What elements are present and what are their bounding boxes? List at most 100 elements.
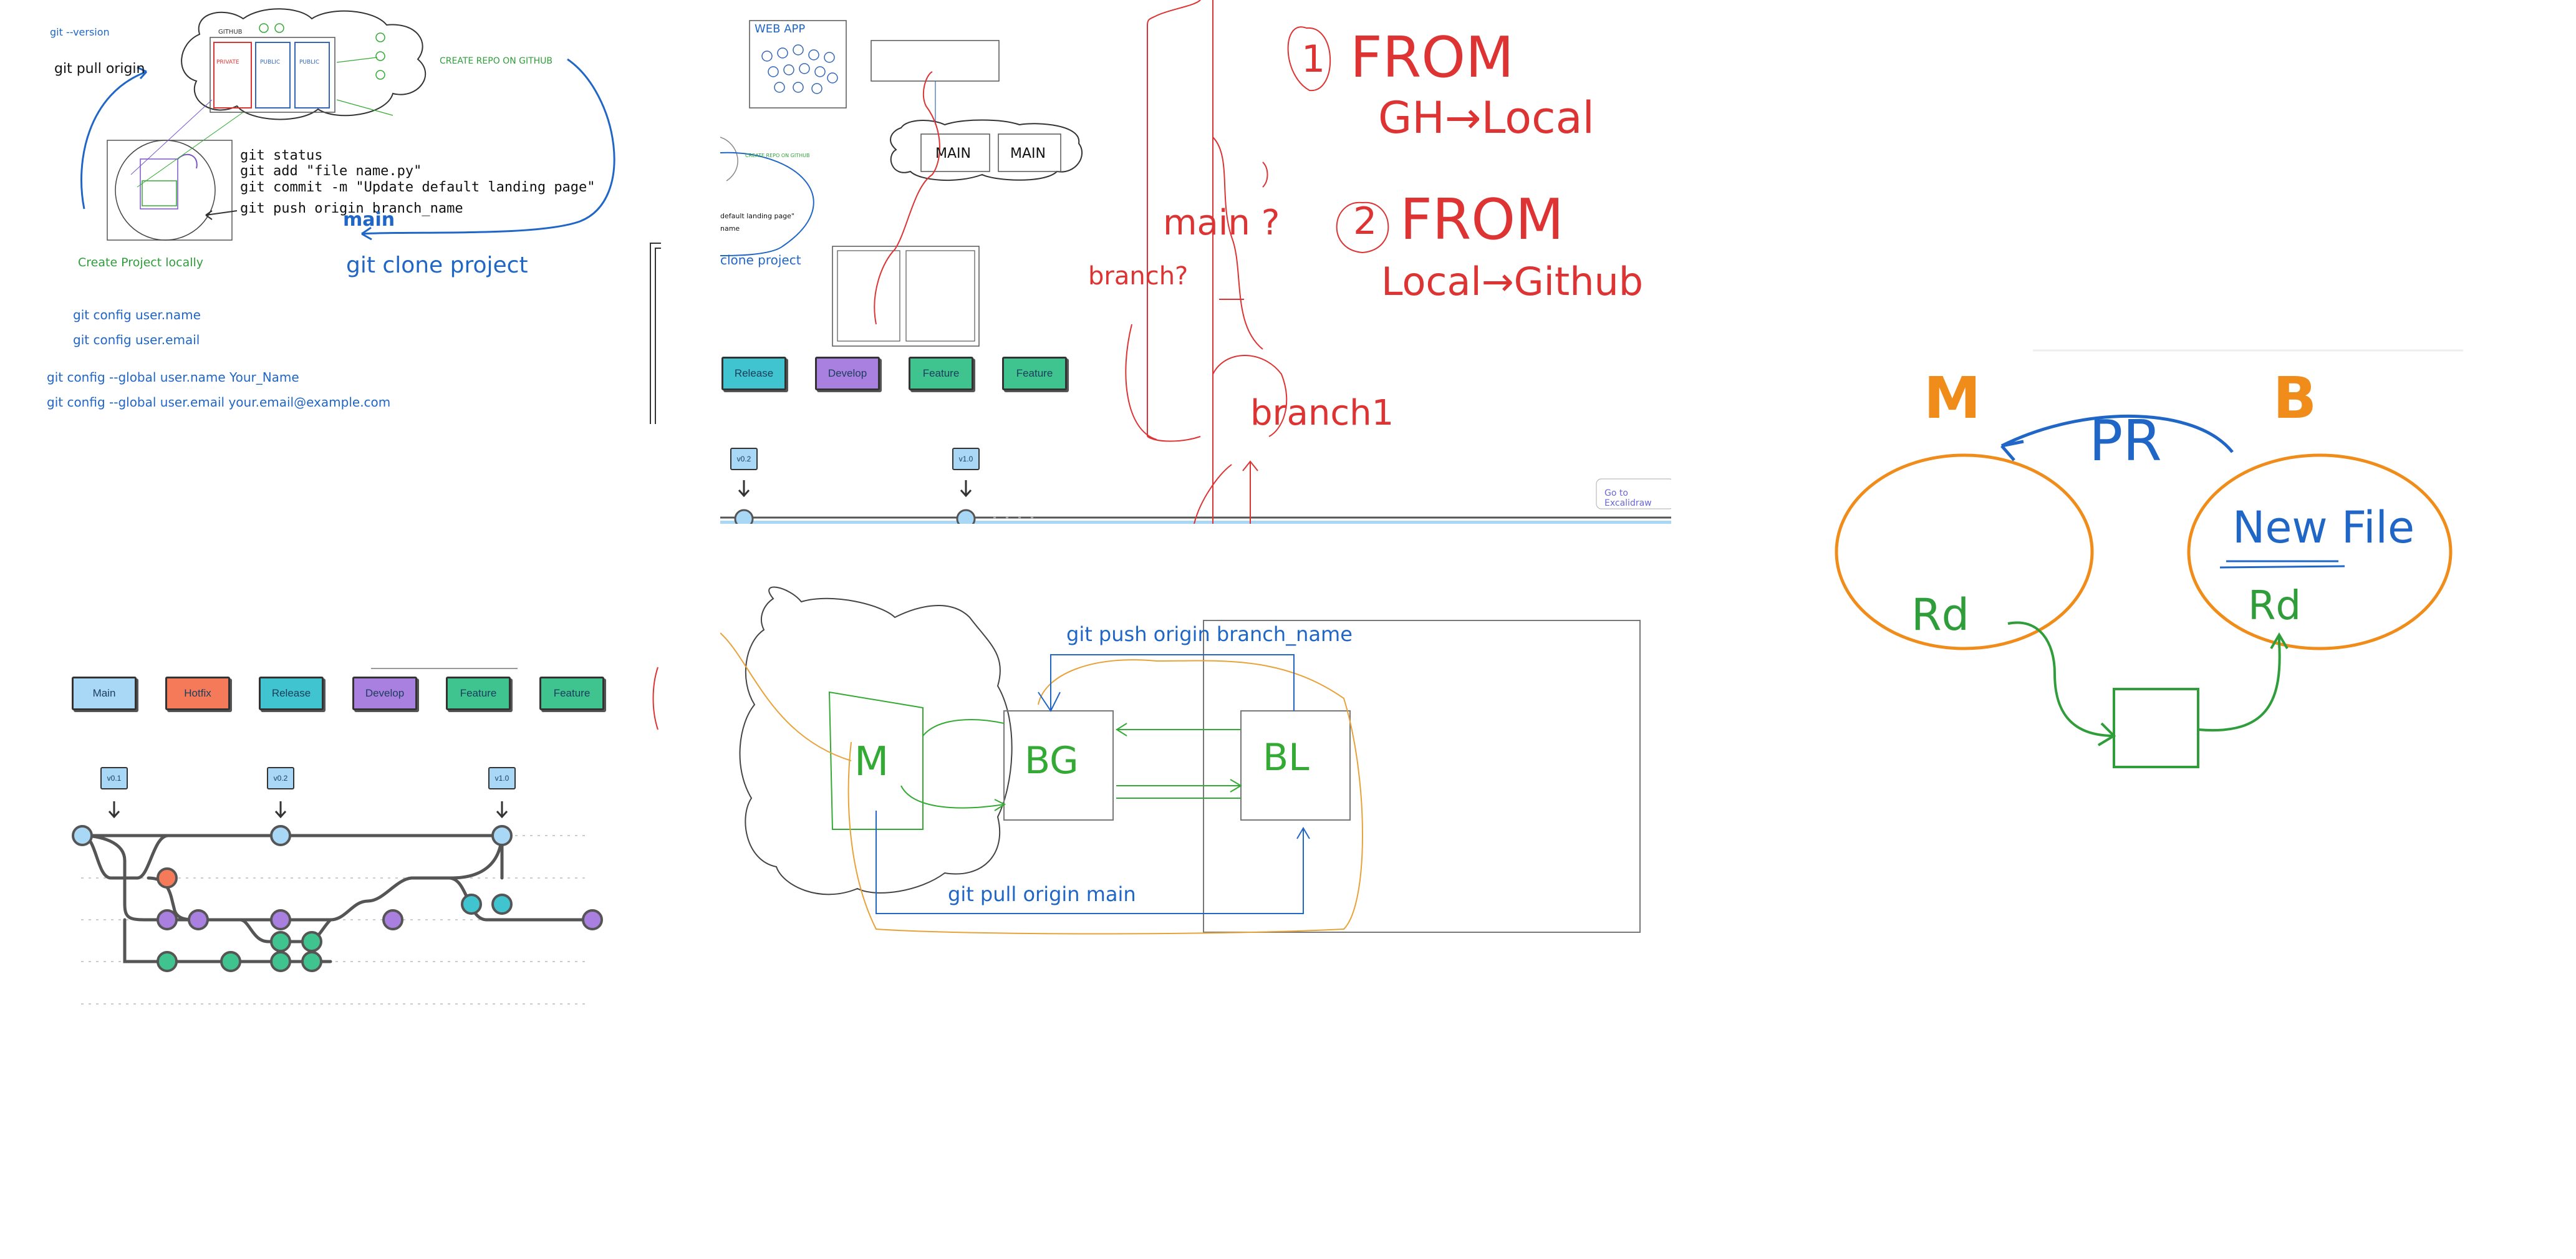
cloud-dot [274, 23, 284, 33]
pull-arrow [80, 70, 147, 210]
gitflow-drawing [72, 667, 658, 1005]
pull-command-text: git pull origin main [948, 882, 1136, 906]
feature-branch-label: B [2273, 365, 2317, 432]
commit-node-develop [270, 909, 291, 930]
config-global-email-text: git config --global user.email your.emai… [47, 395, 391, 410]
develop-button: Develop [815, 357, 880, 390]
commit-node-develop [157, 909, 178, 930]
commit-node-develop [582, 909, 603, 930]
commit-node-feature [157, 951, 178, 972]
commit-node-main [491, 825, 513, 846]
feature-button-1: Feature [909, 357, 973, 390]
push-arrow [1050, 654, 1295, 711]
pr-arrow [2000, 414, 2234, 453]
hotfix-branch-button: Hotfix [165, 677, 230, 710]
commit-node-develop [188, 909, 209, 930]
box-bg [1003, 710, 1114, 821]
outer-frame-box [1203, 620, 1641, 933]
commit-node-feature [270, 931, 291, 952]
branch-question: branch? [1088, 262, 1189, 291]
git-commit-text: git commit -m "Update default landing pa… [240, 180, 596, 195]
cloud-dot [375, 51, 385, 61]
repo-public-1-label: PUBLIC [260, 59, 281, 65]
box-bl-label: BL [1263, 736, 1310, 779]
local-cloud-shape [739, 586, 1013, 895]
feature-branch-ellipse [2187, 453, 2453, 650]
commit-node-hotfix [157, 867, 178, 889]
panel-sync: git push origin branch_name git pull ori… [720, 580, 1656, 967]
commit-node-feature [301, 951, 322, 972]
panel-git-basics-drawing [80, 8, 661, 424]
goto-excalidraw-box [1596, 478, 1671, 509]
panel-web-app-drawing [720, 0, 1671, 524]
feature-button-2: Feature [1002, 357, 1067, 390]
repo-public-2-label: PUBLIC [299, 59, 320, 65]
tag-v01: v0.1 [100, 767, 128, 789]
repo-public-1-box [255, 42, 291, 109]
review-box [2113, 688, 2199, 768]
branch1-label: branch1 [1250, 393, 1394, 433]
cloud-dot [375, 32, 385, 42]
step1-number: 1 [1301, 37, 1326, 81]
create-locally-text: Create Project locally [78, 256, 204, 269]
step2-path: Local→Github [1381, 259, 1644, 304]
local-machine-circle [115, 140, 216, 241]
repo-private-box [213, 42, 252, 109]
panel-git-basics: git --version git pull origin GITHUB PRI… [37, 0, 661, 424]
step1-path: GH→Local [1378, 92, 1594, 143]
git-push-text: git push origin branch_name [240, 201, 463, 216]
create-repo-text: CREATE REPO ON GITHUB [440, 56, 553, 66]
commit-node-main [270, 825, 291, 846]
pr-label: PR [2089, 408, 2162, 474]
web-app-box [749, 20, 847, 109]
panel-web-app: WEB APP MAIN MAIN CREATE REPO ON GITHUB … [720, 0, 1671, 524]
step2-number: 2 [1353, 200, 1377, 243]
feature-branch-button-2: Feature [539, 677, 604, 710]
tag-v10: v1.0 [952, 448, 980, 470]
config-email-text: git config user.email [73, 332, 200, 347]
tag-v02: v0.2 [730, 448, 758, 470]
timeline-node [734, 509, 754, 524]
commit-node-release [491, 894, 513, 915]
main-question: main ? [1163, 203, 1280, 243]
main-1-label: MAIN [935, 146, 971, 162]
tag-v10: v1.0 [488, 767, 516, 789]
release-button: Release [721, 357, 786, 390]
commit-node-feature [220, 951, 241, 972]
goto-excalidraw-link[interactable]: Go to Excalidraw [1604, 488, 1652, 508]
git-status-text: git status [240, 148, 323, 163]
container-box [832, 246, 980, 347]
step1-from: FROM [1350, 25, 1514, 90]
new-file-label: New File [2232, 502, 2415, 553]
commit-node-feature [270, 951, 291, 972]
main-branch-ellipse [1835, 453, 2094, 650]
config-global-name-text: git config --global user.name Your_Name [47, 370, 299, 385]
git-version-text: git --version [50, 26, 110, 38]
push-command-text: git push origin branch_name [1066, 622, 1353, 646]
panel-pull-request: M B PR New File Rd Rd [1821, 349, 2507, 798]
rd-left-label: Rd [1911, 589, 1970, 640]
rd-right-label: Rd [2248, 583, 2302, 629]
repo-private-label: PRIVATE [216, 59, 239, 65]
cloud-dot [259, 23, 269, 33]
commit-node-release [461, 894, 482, 915]
pr-drawing [1835, 349, 2463, 768]
commit-node-feature [301, 931, 322, 952]
box-m-label: M [854, 739, 889, 785]
git-clone-text: git clone project [346, 253, 528, 278]
cloud-dot [375, 70, 385, 80]
tag-v02: v0.2 [267, 767, 294, 789]
main-box-1 [920, 133, 990, 172]
feature-branch-button-1: Feature [446, 677, 511, 710]
box-m-shape [828, 691, 924, 830]
git-add-text: git add "file name.py" [240, 163, 422, 179]
clone-arrow [361, 58, 615, 235]
main-2-label: MAIN [1010, 146, 1046, 162]
local-machine-box [107, 140, 233, 241]
repos-group-box [210, 37, 335, 113]
server-box [871, 40, 1000, 82]
clone-project-label: clone project [720, 253, 801, 268]
develop-branch-button: Develop [352, 677, 417, 710]
timeline-node [956, 509, 976, 524]
main-label: main [343, 209, 395, 231]
